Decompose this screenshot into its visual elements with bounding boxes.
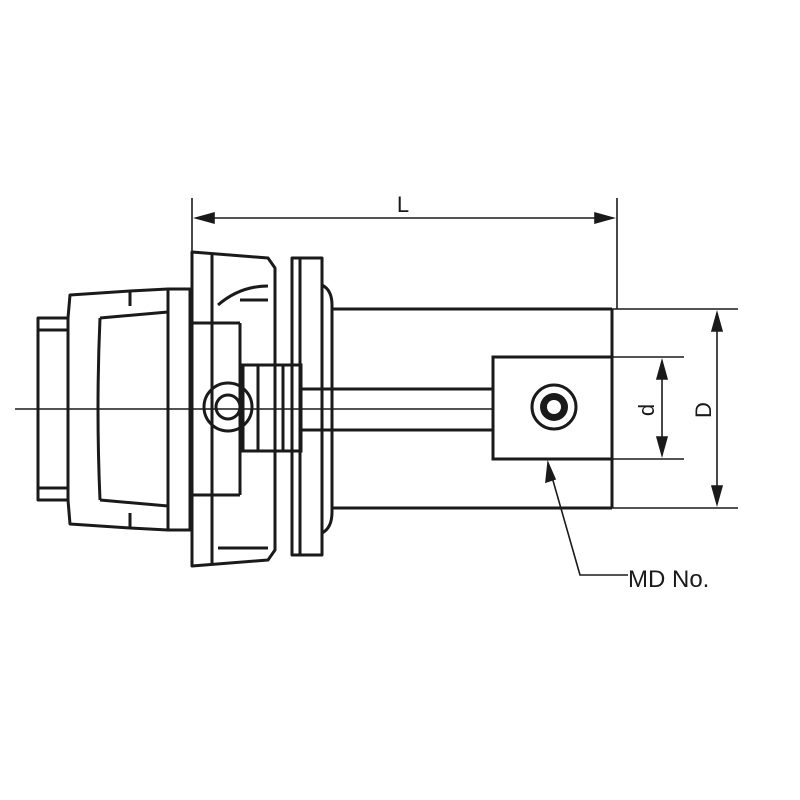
dimension-D-label: D bbox=[691, 402, 716, 418]
taper-shank bbox=[36, 287, 192, 532]
gripper-groove bbox=[290, 256, 334, 557]
dimension-d bbox=[655, 358, 669, 458]
md-number-label: MD No. bbox=[628, 566, 709, 593]
side-screw-icon bbox=[202, 381, 254, 433]
dimension-L bbox=[191, 198, 618, 309]
dimension-d-label: d bbox=[634, 404, 659, 416]
md-leader bbox=[545, 459, 628, 576]
flange bbox=[190, 250, 277, 568]
dimension-D bbox=[710, 310, 724, 507]
extension-lines bbox=[612, 308, 738, 509]
adjust-screw-block bbox=[241, 363, 303, 453]
dimension-L-label: L bbox=[397, 192, 409, 217]
clamp-screw-icon bbox=[530, 383, 578, 431]
